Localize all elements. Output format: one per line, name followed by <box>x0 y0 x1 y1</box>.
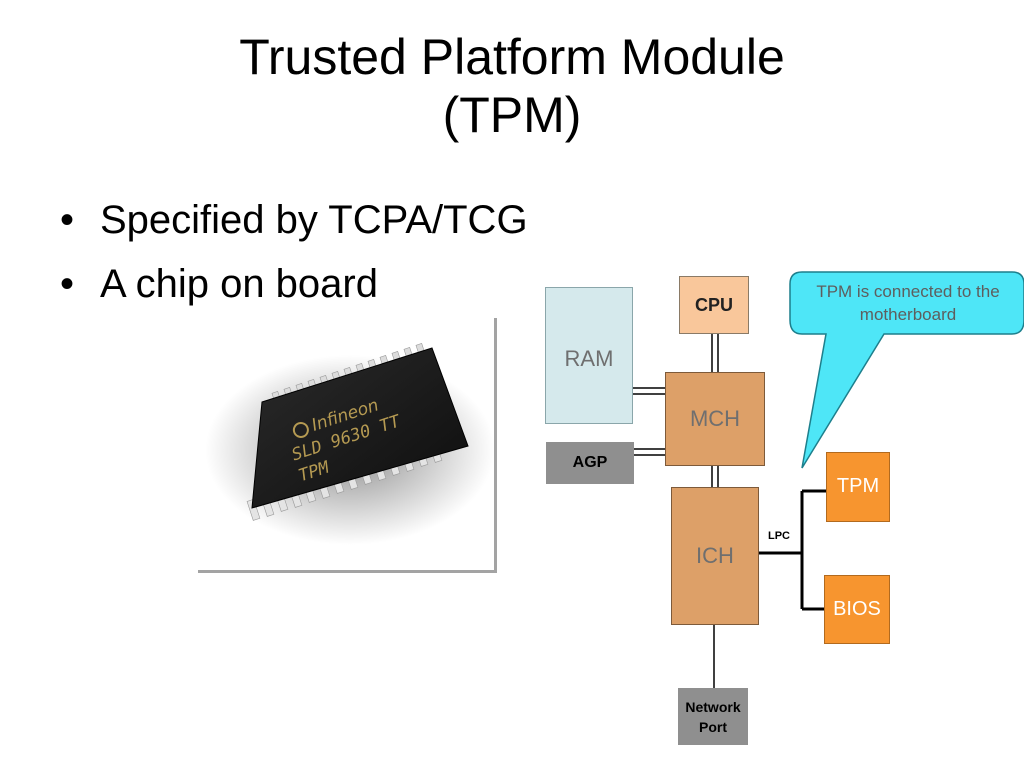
network-port-line-1: Network <box>685 698 741 715</box>
bios-block: BIOS <box>824 575 890 644</box>
agp-block: AGP <box>546 442 634 484</box>
title-line-2: (TPM) <box>442 87 582 143</box>
infineon-logo-icon <box>292 421 309 438</box>
cpu-block: CPU <box>679 276 749 334</box>
ich-block: ICH <box>671 487 759 625</box>
bullet-text: A chip on board <box>100 262 378 306</box>
slide-title: Trusted Platform Module (TPM) <box>0 28 1024 144</box>
bullet-text: Specified by TCPA/TCG <box>100 198 528 242</box>
chip-photo-frame <box>198 318 497 573</box>
network-port-block: Network Port <box>678 688 748 745</box>
title-line-1: Trusted Platform Module <box>239 29 785 85</box>
callout-text: TPM is connected to the motherboard <box>816 282 1000 324</box>
ram-block: RAM <box>545 287 633 424</box>
chip-body <box>251 347 469 509</box>
tpm-block: TPM <box>826 452 890 522</box>
bullet-list: • Specified by TCPA/TCG • A chip on board <box>60 188 528 316</box>
bullet-item: • A chip on board <box>60 252 528 316</box>
callout-bubble <box>789 271 1024 469</box>
bullet-dot: • <box>60 198 75 242</box>
lpc-label: LPC <box>768 530 790 542</box>
network-port-line-2: Port <box>699 718 727 735</box>
bullet-item: • Specified by TCPA/TCG <box>60 188 528 252</box>
bullet-dot: • <box>60 262 75 306</box>
mch-block: MCH <box>665 372 765 466</box>
